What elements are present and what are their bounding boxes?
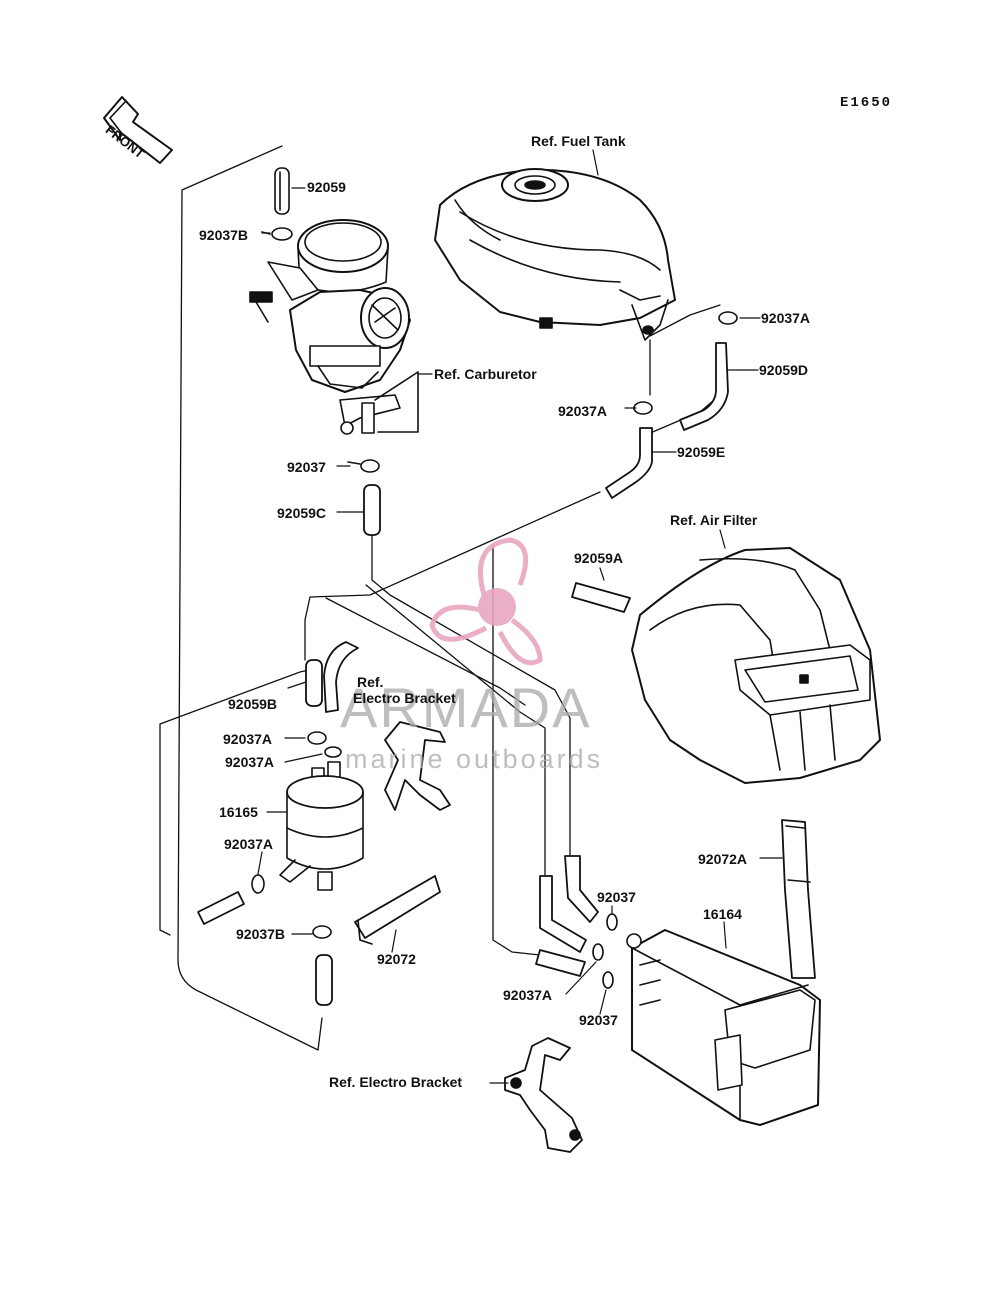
clamp-92037a-3 (251, 874, 265, 894)
band-92072a-drawing (781, 819, 816, 979)
watermark-propeller-icon (429, 537, 543, 666)
clamp-92037a-tank-right (718, 311, 738, 325)
part-label-92037-carb: 92037 (287, 459, 326, 475)
part-label-92059e: 92059E (677, 444, 726, 460)
carburetor-drawing (249, 219, 419, 435)
ref-electro-bracket-top-line2: Electro Bracket (353, 690, 456, 706)
clamp-92037-right2 (602, 971, 614, 989)
part-label-16164: 16164 (703, 906, 742, 922)
leader-lines (257, 149, 783, 1084)
front-arrow-icon (103, 96, 173, 164)
ref-carburetor-label: Ref. Carburetor (434, 366, 537, 382)
part-label-92037a-tank-right: 92037A (761, 310, 811, 326)
watermark-subtitle: marine outboards (345, 744, 604, 774)
part-label-92037a-2: 92037A (225, 754, 275, 770)
canister-16164-drawing (626, 929, 821, 1126)
ref-fuel-tank-label: Ref. Fuel Tank (531, 133, 626, 149)
part-label-92037a-1: 92037A (223, 731, 273, 747)
hose-92059d (679, 342, 729, 431)
watermark-title: ARMADA (340, 676, 592, 739)
part-label-92059b: 92059B (228, 696, 278, 712)
part-label-92072a: 92072A (698, 851, 748, 867)
clamp-92037a-1 (307, 731, 327, 745)
clamp-92037a-right (592, 943, 604, 961)
part-label-92037a-3: 92037A (224, 836, 274, 852)
clamp-92037-carb (347, 459, 380, 473)
fuel-filter-16165-drawing (279, 761, 364, 891)
part-label-92037a-tank: 92037A (558, 403, 608, 419)
hose-92059c (363, 484, 381, 536)
hose-routing-lines (159, 145, 721, 1051)
diagram-code: E1650 (840, 95, 893, 111)
part-label-92059a: 92059A (574, 550, 624, 566)
clamp-92037a-2 (324, 746, 342, 758)
part-label-92059: 92059 (307, 179, 346, 195)
hoses-right-group (535, 855, 599, 977)
part-label-92037b-bottom: 92037B (236, 926, 286, 942)
hose-92059e (605, 427, 653, 499)
hose-92059b (305, 641, 359, 713)
clamp-92037-right1 (606, 913, 618, 931)
part-label-92037-right1: 92037 (597, 889, 636, 905)
electro-bracket-top-drawing (384, 721, 451, 811)
clamp-92037b-top (261, 227, 293, 241)
part-label-92059d: 92059D (759, 362, 809, 378)
part-label-92037a-right: 92037A (503, 987, 553, 1003)
part-label-92059c: 92059C (277, 505, 327, 521)
part-label-92037-right2: 92037 (579, 1012, 618, 1028)
hose-92059 (274, 167, 290, 215)
band-92072-drawing (354, 875, 441, 945)
ref-electro-bracket-top-line1: Ref. (357, 674, 384, 690)
ref-electro-bracket-bottom-label: Ref. Electro Bracket (329, 1074, 463, 1090)
part-label-16165: 16165 (219, 804, 258, 820)
hose-bottom-vertical (315, 954, 333, 1006)
fuel-tank-drawing (434, 168, 676, 341)
part-label-92037b-top: 92037B (199, 227, 249, 243)
clamp-92037a-tank (633, 401, 653, 415)
air-filter-drawing (631, 547, 881, 784)
clamp-92037b-bottom (312, 925, 332, 939)
hose-short-left (197, 891, 245, 925)
part-label-92072: 92072 (377, 951, 416, 967)
ref-air-filter-label: Ref. Air Filter (670, 512, 758, 528)
hose-92059a (571, 582, 631, 613)
electro-bracket-bottom-drawing (504, 1037, 583, 1153)
